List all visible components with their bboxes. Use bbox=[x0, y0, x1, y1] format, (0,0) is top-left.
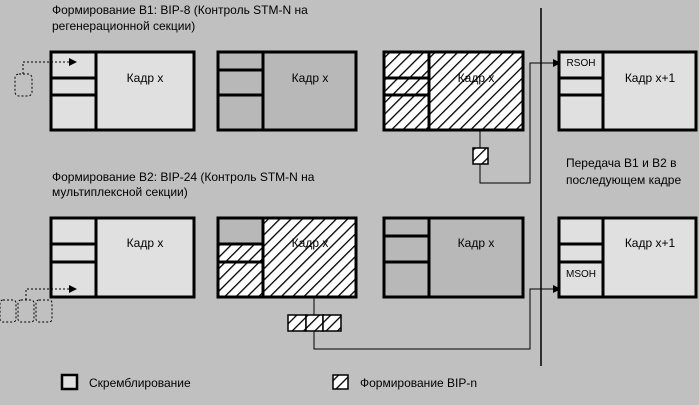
rsoh-tag: RSOH bbox=[567, 58, 596, 69]
legend-scrambling-swatch bbox=[60, 373, 79, 391]
frame-label: Кадр х+1 bbox=[625, 236, 676, 250]
frame-label: Кадр х bbox=[127, 71, 164, 85]
incoming-arrow-b1 bbox=[14, 58, 77, 97]
legend-bip-label: Формирование BIP-n bbox=[360, 376, 477, 390]
caption-b2-line1: Формирование В2: BIP-24 (Контроль STM-N … bbox=[52, 170, 315, 184]
legend: Скремблирование Формирование BIP-n bbox=[60, 373, 477, 391]
b1-frame-2: Кадр х bbox=[216, 50, 358, 132]
caption-b2-line2: мультиплексной секции) bbox=[52, 185, 188, 199]
caption-transfer-line1: Передача В1 и В2 в bbox=[566, 156, 677, 170]
legend-bip-swatch bbox=[332, 374, 349, 390]
b1-frame-next: RSOH Кадр х+1 bbox=[557, 50, 698, 132]
b2-frame-next: MSOH Кадр х+1 bbox=[557, 216, 698, 299]
incoming-arrow-b2 bbox=[0, 285, 77, 323]
b2-bip-block bbox=[287, 285, 561, 350]
b1-frame-1: Кадр х bbox=[49, 50, 196, 132]
legend-scrambling-label: Скремблирование bbox=[89, 376, 191, 390]
caption-transfer-line2: последующем кадре bbox=[566, 173, 681, 187]
b1-bip-block bbox=[472, 59, 561, 184]
frame-label: Кадр х bbox=[127, 236, 164, 250]
b1-frame-3-hatched: Кадр х bbox=[382, 50, 525, 132]
msoh-tag: MSOH bbox=[566, 269, 596, 280]
caption-b1-line1: Формирование В1: BIP-8 (Контроль STM-N н… bbox=[52, 3, 308, 17]
frame-label: Кадр х bbox=[292, 236, 329, 250]
frame-label: Кадр х bbox=[458, 71, 495, 85]
caption-b1-line2: регенерационной секции) bbox=[52, 19, 195, 33]
frame-label: Кадр х bbox=[458, 236, 495, 250]
b2-frame-3: Кадр х bbox=[382, 216, 525, 299]
b2-frame-1: Кадр х bbox=[49, 216, 196, 299]
b2-frame-2-hatched: Кадр х bbox=[216, 216, 358, 299]
frame-label: Кадр х+1 bbox=[625, 71, 676, 85]
frame-label: Кадр х bbox=[292, 71, 329, 85]
